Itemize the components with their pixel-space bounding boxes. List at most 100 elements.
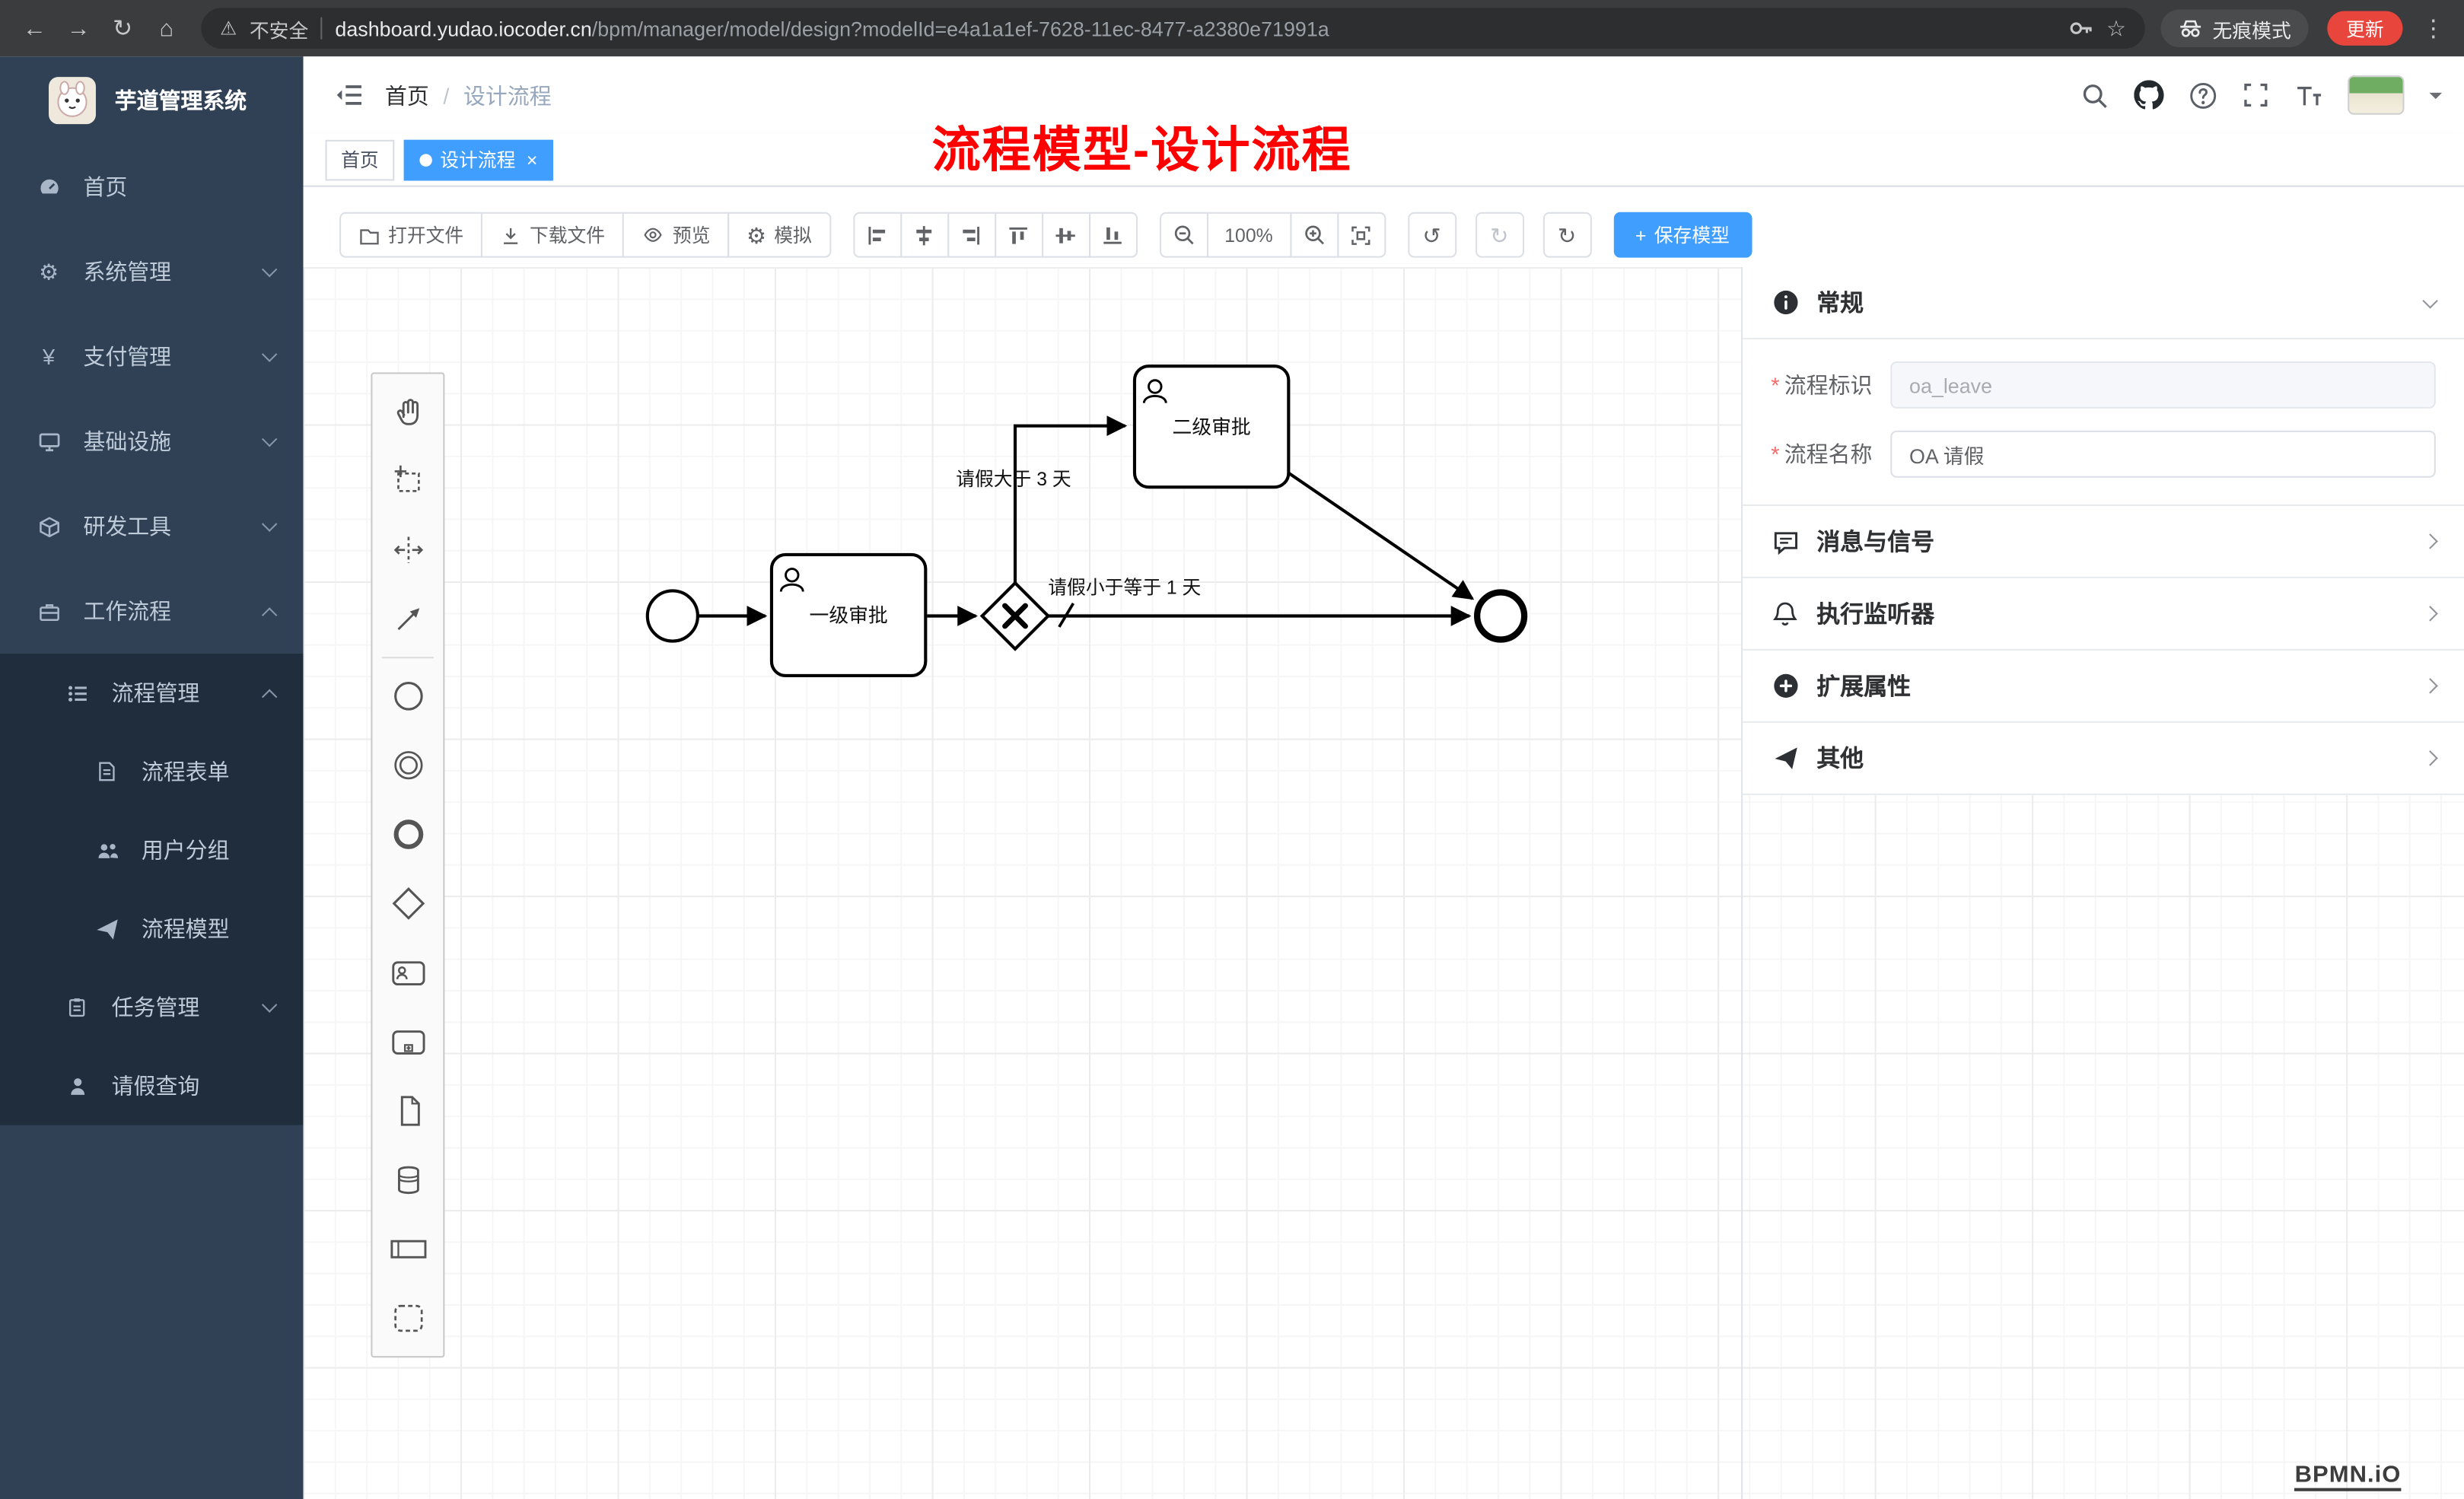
sidebar-item-infrastructure[interactable]: 基础设施 xyxy=(0,399,304,485)
sidebar-item-leave-query[interactable]: 请假查询 xyxy=(0,1046,304,1125)
undo-button[interactable]: ↺ xyxy=(1407,212,1456,258)
create-intermediate-event[interactable] xyxy=(372,730,443,800)
zoom-in-button[interactable] xyxy=(1289,212,1339,258)
info-icon xyxy=(1771,289,1799,316)
panel-section-listeners[interactable]: 执行监听器 xyxy=(1743,578,2464,651)
preview-button[interactable]: 预览 xyxy=(622,212,730,258)
subprocess-icon xyxy=(391,1030,425,1055)
default-flow-marker xyxy=(1058,603,1075,628)
sidebar-item-system[interactable]: ⚙ 系统管理 xyxy=(0,229,304,314)
create-subprocess[interactable] xyxy=(372,1007,443,1077)
create-gateway[interactable] xyxy=(372,869,443,938)
sidebar-item-home[interactable]: 首页 xyxy=(0,145,304,230)
gateway-icon xyxy=(391,887,425,920)
sidebar-item-task-management[interactable]: 任务管理 xyxy=(0,968,304,1046)
tags-view-bar: 首页 设计流程 × xyxy=(303,133,2464,187)
save-model-button[interactable]: + 保存模型 xyxy=(1613,212,1752,258)
restart-button[interactable]: ↻ xyxy=(1542,212,1592,258)
bookmark-star-icon[interactable]: ☆ xyxy=(2106,14,2126,40)
panel-section-other[interactable]: 其他 xyxy=(1743,722,2464,795)
align-top-button[interactable] xyxy=(994,212,1043,258)
fullscreen-icon[interactable] xyxy=(2243,81,2269,108)
global-connect-tool[interactable] xyxy=(372,584,443,654)
reload-icon[interactable]: ↻ xyxy=(113,15,133,43)
tab-home[interactable]: 首页 xyxy=(325,138,395,180)
space-tool[interactable] xyxy=(372,515,443,584)
breadcrumb-home[interactable]: 首页 xyxy=(384,82,429,108)
user-task-level2[interactable]: 二级审批 xyxy=(1132,364,1291,489)
update-button[interactable]: 更新 xyxy=(2327,11,2403,46)
lasso-tool[interactable] xyxy=(372,446,443,515)
bpmn-diagram[interactable]: 一级审批 xyxy=(304,267,2464,1499)
user-avatar[interactable] xyxy=(2348,75,2405,115)
forward-icon[interactable]: → xyxy=(66,14,91,42)
exclusive-gateway[interactable] xyxy=(979,581,1051,651)
align-center-button[interactable] xyxy=(899,212,949,258)
align-middle-button[interactable] xyxy=(1041,212,1090,258)
sidebar-item-user-group[interactable]: 用户分组 xyxy=(0,811,304,890)
tab-design-process[interactable]: 设计流程 × xyxy=(403,138,553,180)
app-logo: 芋道管理系统 xyxy=(0,56,304,145)
create-data-object[interactable] xyxy=(372,1077,443,1146)
security-label[interactable]: 不安全 xyxy=(249,19,309,42)
end-event[interactable] xyxy=(1474,589,1528,643)
process-key-input[interactable] xyxy=(1890,361,2436,409)
data-store-icon xyxy=(396,1166,419,1195)
font-size-icon[interactable] xyxy=(2294,82,2322,107)
open-file-button[interactable]: 打开文件 xyxy=(339,212,483,258)
sequence-flows[interactable] xyxy=(697,415,1475,628)
users-icon xyxy=(94,839,119,862)
bpmn-io-watermark[interactable]: BPMN.iO xyxy=(2294,1461,2402,1491)
cube-icon xyxy=(36,514,61,538)
create-group[interactable] xyxy=(372,1284,443,1353)
url-text[interactable]: dashboard.yudao.iocoder.cn/bpm/manager/m… xyxy=(335,16,1329,40)
avatar-caret-icon[interactable] xyxy=(2429,91,2443,105)
sidebar-item-process-form[interactable]: 流程表单 xyxy=(0,732,304,810)
flow-label-greater: 请假大于 3 天 xyxy=(956,469,1071,490)
process-name-input[interactable] xyxy=(1890,430,2436,478)
github-icon[interactable] xyxy=(2134,80,2164,110)
panel-section-messages[interactable]: 消息与信号 xyxy=(1743,505,2464,578)
help-icon[interactable] xyxy=(2189,81,2217,109)
sidebar-item-workflow[interactable]: 工作流程 xyxy=(0,569,304,654)
redo-button[interactable]: ↻ xyxy=(1475,212,1524,258)
create-user-task[interactable] xyxy=(372,938,443,1007)
chevron-up-icon xyxy=(261,688,278,705)
align-bottom-button[interactable] xyxy=(1088,212,1138,258)
flow-task2-to-end[interactable] xyxy=(1288,471,1475,600)
simulate-button[interactable]: ⚙ 模拟 xyxy=(727,212,831,258)
sidebar-item-process-management[interactable]: 流程管理 xyxy=(0,654,304,732)
zoom-in-icon xyxy=(1304,225,1324,245)
back-icon[interactable]: ← xyxy=(22,14,46,42)
start-event[interactable] xyxy=(645,589,699,643)
fit-viewport-button[interactable] xyxy=(1336,212,1386,258)
hand-tool[interactable] xyxy=(372,377,443,447)
zoom-out-button[interactable] xyxy=(1159,212,1208,258)
sidebar-item-devtools[interactable]: 研发工具 xyxy=(0,484,304,569)
password-key-icon[interactable] xyxy=(2068,16,2093,41)
download-file-button[interactable]: 下载文件 xyxy=(480,212,624,258)
sidebar-item-payment[interactable]: ¥ 支付管理 xyxy=(0,314,304,399)
task1-label: 一级审批 xyxy=(810,605,888,627)
panel-section-general[interactable]: 常规 xyxy=(1743,267,2464,340)
align-right-button[interactable] xyxy=(947,212,996,258)
close-icon[interactable]: × xyxy=(526,148,538,171)
address-bar[interactable]: ⚠ 不安全 dashboard.yudao.iocoder.cn/bpm/man… xyxy=(201,8,2145,49)
user-task-level1[interactable]: 一级审批 xyxy=(769,552,928,678)
refresh-icon: ↻ xyxy=(1557,222,1577,248)
create-data-store[interactable] xyxy=(372,1145,443,1214)
browser-menu-icon[interactable]: ⋮ xyxy=(2421,15,2446,43)
create-participant[interactable] xyxy=(372,1214,443,1284)
home-icon[interactable]: ⌂ xyxy=(159,14,174,42)
create-end-event[interactable] xyxy=(372,800,443,869)
align-right-icon xyxy=(963,225,980,244)
sidebar-collapse-icon[interactable] xyxy=(335,83,363,107)
sidebar-item-process-model[interactable]: 流程模型 xyxy=(0,890,304,968)
bpmn-canvas[interactable]: 一级审批 xyxy=(303,267,2464,1499)
search-icon[interactable] xyxy=(2080,81,2109,109)
create-start-event[interactable] xyxy=(372,661,443,730)
align-left-button[interactable] xyxy=(852,212,902,258)
panel-section-extensions[interactable]: 扩展属性 xyxy=(1743,650,2464,723)
flow-gateway-to-task2[interactable] xyxy=(1013,415,1128,585)
